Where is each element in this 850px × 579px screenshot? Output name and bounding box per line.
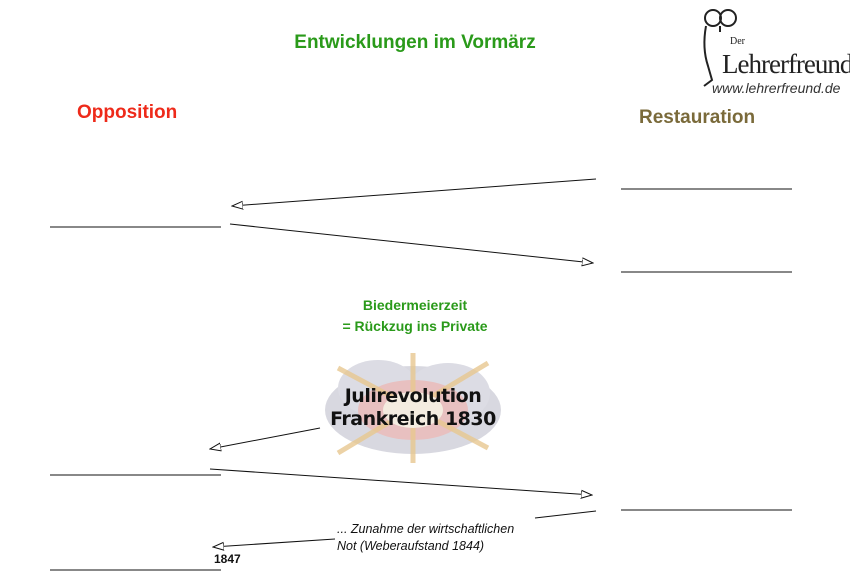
column-heading-restauration: Restauration [639,107,756,128]
logo-der: Der [730,36,745,47]
note-line1: ... Zunahme der wirtschaftlichen [337,522,515,536]
biedermeier-label: Biedermeierzeit = Rückzug ins Private [300,295,530,337]
biedermeier-line2: = Rückzug ins Private [342,318,488,334]
event-line2: Frankreich 1830 [330,408,496,430]
arrow [232,178,597,206]
arrow [213,538,336,547]
economic-hardship-note: ... Zunahme der wirtschaftlichen Not (We… [337,521,514,555]
note-line2: Not (Weberaufstand 1844) [337,539,485,553]
arrow [229,223,593,263]
owl-logo-icon [703,9,737,87]
arrow [209,468,592,495]
logo-url: www.lehrerfreund.de [712,80,841,96]
year-label: 1847 [214,552,241,566]
biedermeier-line1: Biedermeierzeit [362,297,468,313]
logo-name: Lehrerfreund [722,49,850,79]
page-title: Entwicklungen im Vormärz [294,32,536,53]
column-heading-opposition: Opposition [77,102,178,123]
julirevolution-label: Julirevolution Frankreich 1830 [318,385,508,431]
arrow [534,510,597,519]
arrow [210,427,321,449]
explosion-cloud-icon [325,353,501,463]
event-line1: Julirevolution [344,385,482,407]
